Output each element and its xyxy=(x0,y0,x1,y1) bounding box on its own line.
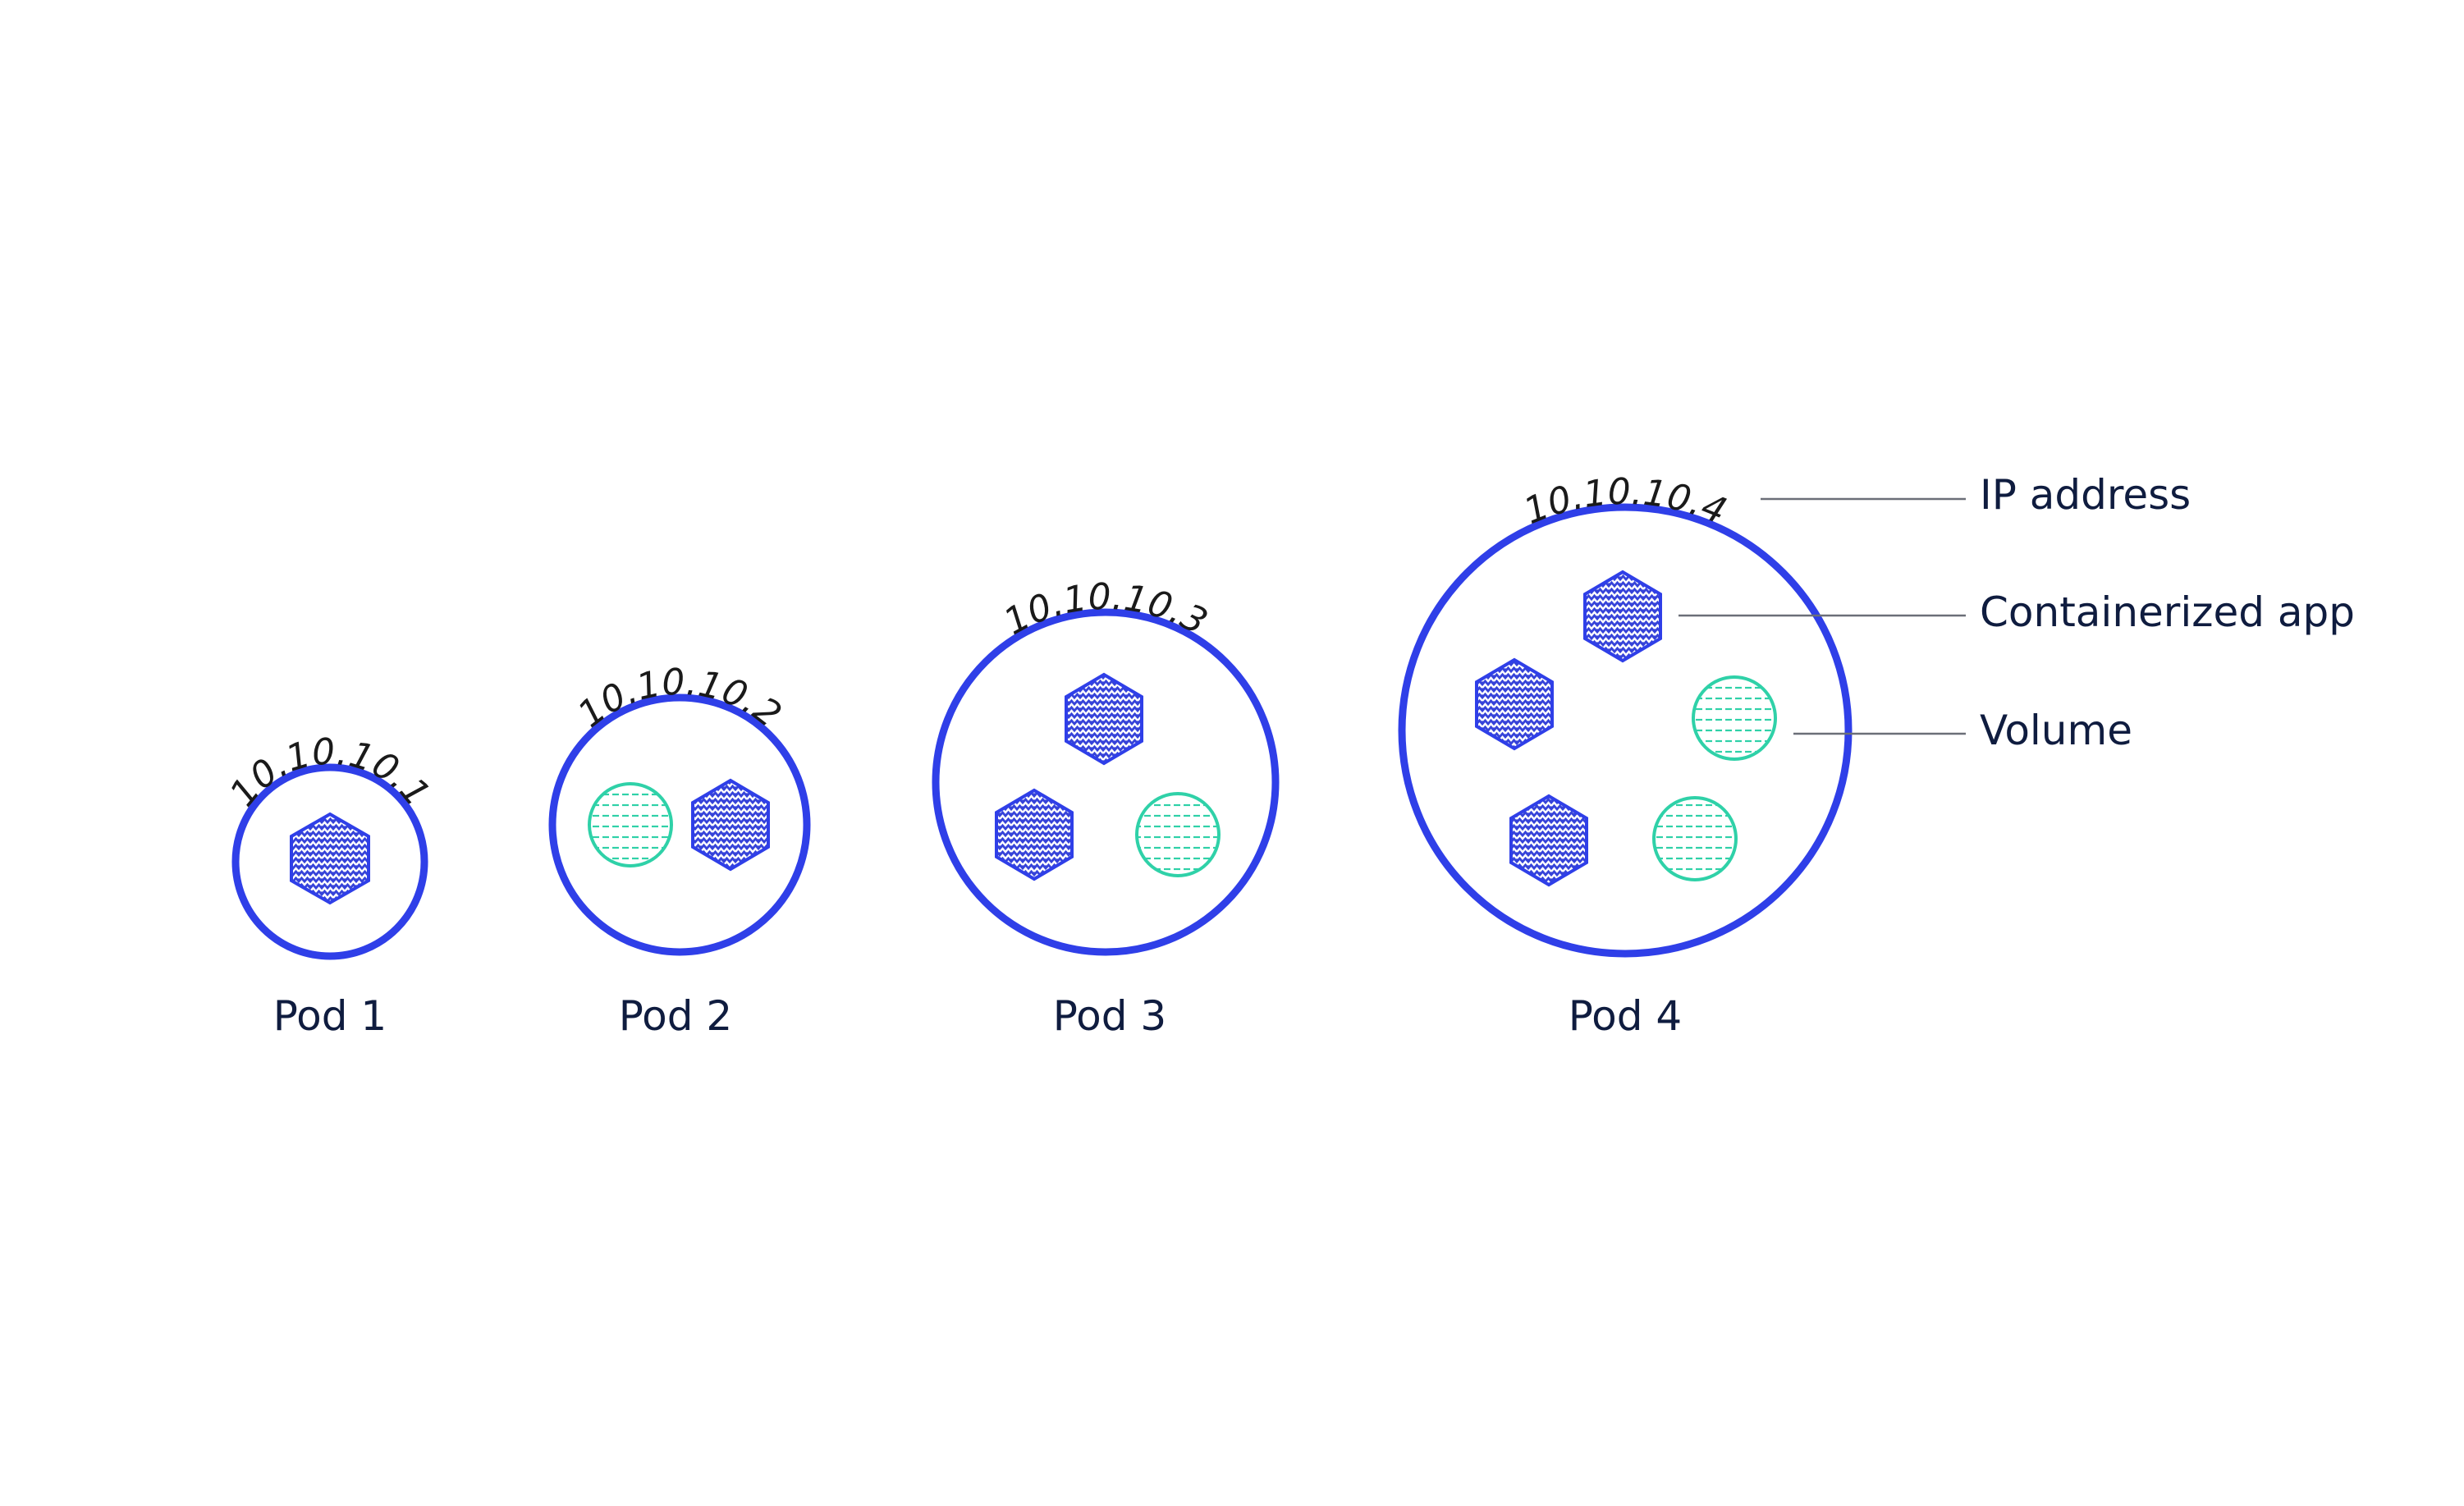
volume-icon xyxy=(588,782,673,867)
containerized-app-icon xyxy=(1065,672,1143,766)
containerized-app-icon xyxy=(995,788,1074,881)
pod-4-label: Pod 4 xyxy=(1569,992,1682,1040)
legend-containerized-app: Containerized app xyxy=(1980,588,2355,636)
pod-3: 10.10.10.3 Pod 3 xyxy=(932,576,1280,1040)
containerized-app-icon xyxy=(1583,570,1662,663)
pod-1-label: Pod 1 xyxy=(273,992,387,1040)
pod-3-ip: 10.10.10.3 xyxy=(997,576,1214,643)
pod-3-label: Pod 3 xyxy=(1053,992,1166,1040)
pod-4-boundary xyxy=(1398,503,1853,958)
pod-2-boundary xyxy=(548,693,811,956)
pod-3-boundary xyxy=(932,608,1280,956)
containerized-app-icon xyxy=(1509,794,1588,887)
pod-1-boundary xyxy=(231,763,428,960)
containerized-app-icon xyxy=(290,812,370,905)
legend-ip-address: IP address xyxy=(1980,471,2191,519)
pod-2-label: Pod 2 xyxy=(619,992,732,1040)
pod-2: 10.10.10.2 Pod 2 xyxy=(548,661,811,1040)
pod-1: 10.10.10.1 Pod 1 xyxy=(222,730,437,1040)
volume-icon xyxy=(1135,792,1221,877)
pod-2-ip: 10.10.10.2 xyxy=(570,661,789,736)
pod-4: 10.10.10.4 Pod 4 xyxy=(1398,471,1853,1040)
legend: IP address Containerized app Volume xyxy=(1679,471,2355,754)
containerized-app-icon xyxy=(691,778,770,872)
containerized-app-icon xyxy=(1475,657,1554,751)
volume-icon xyxy=(1652,796,1738,881)
volume-icon xyxy=(1692,675,1777,761)
pod-4-ip: 10.10.10.4 xyxy=(1518,471,1733,533)
legend-volume: Volume xyxy=(1980,707,2132,754)
pod-1-ip: 10.10.10.1 xyxy=(222,730,437,814)
